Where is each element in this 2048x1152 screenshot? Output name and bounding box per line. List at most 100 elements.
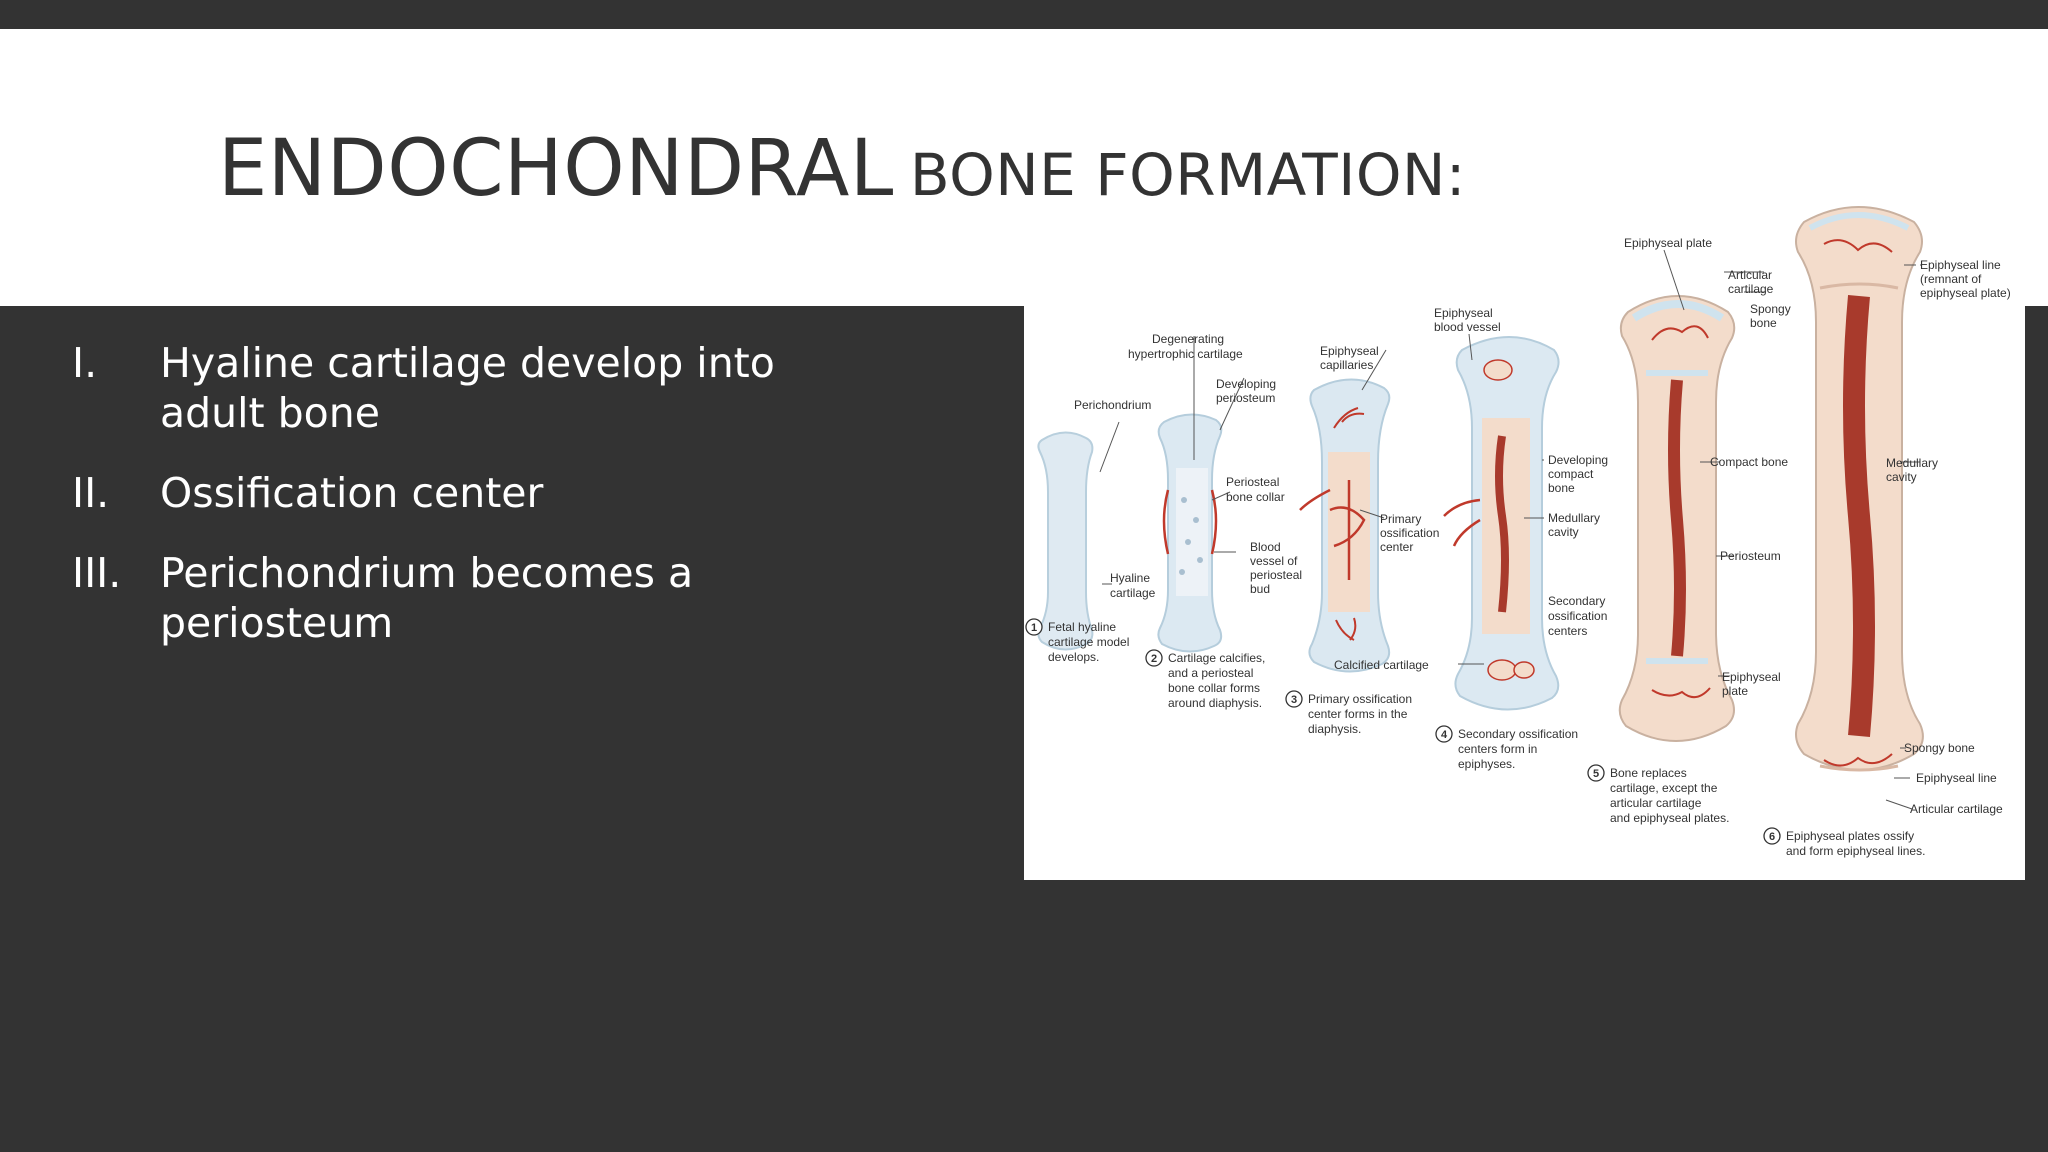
label-secondary-centers-3: centers [1548, 624, 1587, 638]
stage-5-bone-replaces [1618, 295, 1736, 742]
step-2-line1: Cartilage calcifies, [1168, 651, 1265, 665]
step-6-line2: and form epiphyseal lines. [1786, 844, 1925, 858]
step-2-number: 2 [1151, 653, 1157, 665]
label-periosteal-collar-2: bone collar [1226, 490, 1285, 504]
step-4-line1: Secondary ossification [1458, 727, 1578, 741]
step-3-number: 3 [1291, 694, 1297, 706]
bullet-text: Ossification center [160, 469, 544, 517]
step-3-line3: diaphysis. [1308, 722, 1361, 736]
label-medullary-cavity-b-2: cavity [1548, 525, 1579, 539]
bullet-list: I. Hyaline cartilage develop into adult b… [72, 338, 792, 678]
step-1: 1 Fetal hyaline cartilage model develops… [1025, 618, 1129, 664]
label-epiphyseal-line-b: Epiphyseal line [1916, 771, 1997, 785]
step-3: 3 Primary ossification center forms in t… [1285, 690, 1412, 736]
step-1-line1: Fetal hyaline [1048, 620, 1116, 634]
label-calcified-cartilage: Calcified cartilage [1334, 658, 1429, 672]
label-epiphyseal-line-3: epiphyseal plate) [1920, 286, 2011, 300]
stage-3-primary-center [1299, 378, 1391, 673]
label-articular-cartilage-b: Articular cartilage [1910, 802, 2003, 816]
label-compact-bone: Compact bone [1710, 455, 1788, 469]
step-5-number: 5 [1593, 768, 1599, 780]
bullet-item: I. Hyaline cartilage develop into adult b… [72, 338, 792, 438]
step-6-line1: Epiphyseal plates ossify [1786, 829, 1914, 843]
stage-2-bone-collar [1157, 413, 1223, 653]
label-medullary-cavity: Medullary [1886, 456, 1938, 470]
label-blood-vessel: Blood [1250, 540, 1281, 554]
label-developing-compact: Developing [1548, 453, 1608, 467]
label-periosteum: Periosteum [1720, 549, 1781, 563]
label-epiphyseal-plate: Epiphyseal plate [1624, 236, 1712, 250]
label-epiphyseal-plate-b: Epiphyseal [1722, 670, 1781, 684]
step-1-number: 1 [1031, 622, 1037, 634]
stage-1-cartilage-model [1037, 431, 1094, 651]
step-2-line4: around diaphysis. [1168, 696, 1262, 710]
step-5-line1: Bone replaces [1610, 766, 1687, 780]
step-4-line2: centers form in [1458, 742, 1537, 756]
step-5: 5 Bone replaces cartilage, except the ar… [1587, 764, 1729, 825]
step-captions: 1 Fetal hyaline cartilage model develops… [1025, 618, 1925, 858]
label-primary-center: Primary [1380, 512, 1421, 526]
step-5-line3: articular cartilage [1610, 796, 1702, 810]
label-secondary-centers-2: ossification [1548, 609, 1607, 623]
label-spongy-bone: Spongy [1750, 302, 1791, 316]
label-developing-periosteum: Developing [1216, 377, 1276, 391]
step-4: 4 Secondary ossification centers form in… [1435, 725, 1578, 771]
bullet-item: III. Perichondrium becomes a periosteum [72, 548, 792, 648]
label-medullary-cavity-b: Medullary [1548, 511, 1600, 525]
label-primary-center-3: center [1380, 540, 1413, 554]
label-degenerating-2: hypertrophic cartilage [1128, 347, 1243, 361]
step-2: 2 Cartilage calcifies, and a periosteal … [1145, 649, 1265, 710]
title-main: ENDOCHONDRAL [218, 124, 894, 214]
label-blood-vessel-4: bud [1250, 582, 1270, 596]
label-epiphyseal-line: Epiphyseal line [1920, 258, 2001, 272]
label-blood-vessel-3: periosteal [1250, 568, 1302, 582]
label-developing-compact-2: compact [1548, 467, 1594, 481]
title-band [0, 29, 2048, 306]
label-epiphyseal-blood-vessel-2: blood vessel [1434, 320, 1501, 334]
label-developing-compact-3: bone [1548, 481, 1575, 495]
label-developing-periosteum-2: periosteum [1216, 391, 1275, 405]
step-5-line4: and epiphyseal plates. [1610, 811, 1729, 825]
label-spongy-bone-2: bone [1750, 316, 1777, 330]
label-primary-center-2: ossification [1380, 526, 1439, 540]
step-2-line2: and a periosteal [1168, 666, 1253, 680]
stage-4-secondary-centers [1443, 336, 1560, 711]
label-blood-vessel-2: vessel of [1250, 554, 1298, 568]
label-medullary-cavity-2: cavity [1886, 470, 1917, 484]
step-2-line3: bone collar forms [1168, 681, 1260, 695]
label-epiphyseal-plate-b-2: plate [1722, 684, 1748, 698]
label-articular-cartilage: Articular [1728, 268, 1772, 282]
label-hyaline-cartilage-2: cartilage [1110, 586, 1156, 600]
label-epiphyseal-line-2: (remnant of [1920, 272, 1982, 286]
label-degenerating: Degenerating [1152, 332, 1224, 346]
step-3-line1: Primary ossification [1308, 692, 1412, 706]
stage-6-adult-bone [1795, 206, 1924, 772]
label-periosteal-collar: Periosteal [1226, 475, 1279, 489]
step-3-line2: center forms in the [1308, 707, 1408, 721]
step-6: 6 Epiphyseal plates ossify and form epip… [1763, 827, 1925, 858]
step-1-line3: develops. [1048, 650, 1099, 664]
step-4-line3: epiphyses. [1458, 757, 1515, 771]
label-epiphyseal-blood-vessel: Epiphyseal [1434, 306, 1493, 320]
leader-lines [1099, 249, 1922, 810]
label-spongy-bone-b: Spongy bone [1904, 741, 1975, 755]
step-1-line2: cartilage model [1048, 635, 1129, 649]
bullet-numeral: I. [72, 339, 98, 387]
label-hyaline-cartilage: Hyaline [1110, 571, 1150, 585]
bullet-text: Hyaline cartilage develop into adult bon… [160, 339, 775, 437]
bullet-text: Perichondrium becomes a periosteum [160, 549, 694, 647]
bullet-item: II.Ossification center [72, 468, 792, 518]
bone-formation-diagram: Epiphyseal plate Articular cartilage Spo… [1024, 206, 2025, 880]
figure-labels: Epiphyseal plate Articular cartilage Spo… [1074, 236, 2011, 816]
step-5-line2: cartilage, except the [1610, 781, 1718, 795]
label-epiphyseal-capillaries-2: capillaries [1320, 358, 1373, 372]
label-epiphyseal-capillaries: Epiphyseal [1320, 344, 1379, 358]
step-4-number: 4 [1441, 729, 1448, 741]
title-rest: BONE FORMATION: [909, 141, 1466, 209]
label-perichondrium: Perichondrium [1074, 398, 1151, 412]
bullet-numeral: III. [72, 549, 122, 597]
label-articular-cartilage-2: cartilage [1728, 282, 1774, 296]
label-secondary-centers: Secondary [1548, 594, 1605, 608]
